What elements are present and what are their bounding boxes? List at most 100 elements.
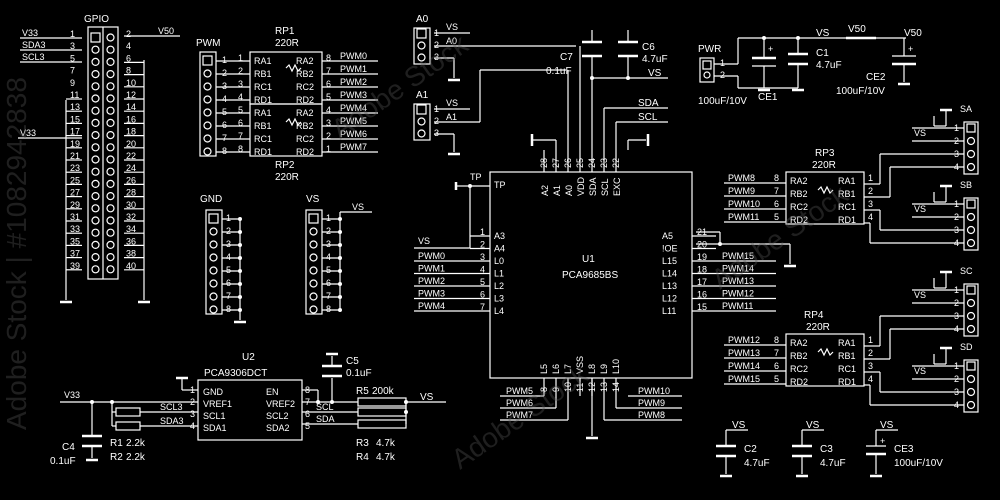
gnd-header-label: GND xyxy=(200,194,222,205)
gpio-pin-35: 35 xyxy=(70,236,80,246)
rp3-text-rb2: RB2 xyxy=(790,189,808,199)
u1-pin-l14: L14 xyxy=(662,269,677,279)
watermark-id: Adobe Stock | #1082942838 xyxy=(1,77,32,430)
u1-net-pwm15: PWM15 xyxy=(722,251,754,261)
rp2-resistor-symbol xyxy=(285,117,302,127)
rp3-text-pin-6: 6 xyxy=(774,199,779,209)
rp4-text-pin-5: 5 xyxy=(774,374,779,384)
gpio-pin-36: 36 xyxy=(126,236,136,246)
c1-label: C1 xyxy=(816,48,829,59)
u1-pin-l6: L6 xyxy=(551,364,561,374)
u1-tp-pin: TP xyxy=(494,180,506,190)
rp3-text-ra1-r: RA1 xyxy=(838,176,856,186)
u2-part: PCA9306DCT xyxy=(204,368,267,379)
rp2-text-pin-6: 6 xyxy=(238,118,243,128)
rp4-text-ra1-r: RA1 xyxy=(838,338,856,348)
gpio-label: GPIO xyxy=(84,14,109,25)
pwm-header-label: PWM xyxy=(196,38,220,49)
r3-value: 4.7k xyxy=(376,438,396,449)
u1-pin-l0: L0 xyxy=(494,256,504,266)
c6-vs-net: VS xyxy=(648,68,662,79)
u1-part: PCA9685BS xyxy=(562,270,618,281)
u1-net-pwm13: PWM13 xyxy=(722,276,754,286)
a0-pins-pin-3: 3 xyxy=(434,52,439,62)
rp1-text-pin-2: 2 xyxy=(238,66,243,76)
u2-pin-vref1: VREF1 xyxy=(203,399,232,409)
gpio-pin-17: 17 xyxy=(70,127,80,137)
rp2-text-ra2-r: RA2 xyxy=(296,108,314,118)
header-pin-5: 5 xyxy=(226,265,231,275)
gpio-pin-31: 31 xyxy=(70,212,80,222)
header-pin-8: 8 xyxy=(222,146,227,156)
gpio-pin-22: 22 xyxy=(126,151,136,161)
pwr-pin-1: 1 xyxy=(720,58,725,68)
u2-pin-sda1: SDA1 xyxy=(203,423,227,433)
u1-left-num-7: 7 xyxy=(480,302,485,312)
c4-label: C4 xyxy=(62,442,75,453)
u1-top-num-26: 26 xyxy=(563,158,573,168)
ce2-value: 100uF/10V xyxy=(836,86,885,97)
u1-pin-l11: L11 xyxy=(662,306,676,316)
u1-pin-not-oe: !OE xyxy=(662,244,678,254)
u1-left-num-2: 2 xyxy=(480,240,485,250)
u1-vs-net: VS xyxy=(418,236,430,246)
u2-scl-net: SCL xyxy=(316,402,334,412)
a0-pins-pin-2: 2 xyxy=(434,40,439,50)
gpio-sda3-net: SDA3 xyxy=(22,40,46,50)
u1-bottom-num-10: 10 xyxy=(563,382,573,392)
gpio-pin-10: 10 xyxy=(126,78,136,88)
gpio-header: GPIO 13579111315171921232527293133353739… xyxy=(18,14,180,304)
rp1-text-rc1: RC1 xyxy=(254,82,272,92)
u1-left-num-3: 3 xyxy=(480,252,485,262)
a1-header: A1 123 VS A1 xyxy=(413,69,566,156)
net-pwm0: PWM0 xyxy=(340,51,367,61)
u2-pin-scl1: SCL1 xyxy=(203,411,226,421)
u1-pin-l5: L5 xyxy=(539,364,549,374)
rp3-text-rb1-r: RB1 xyxy=(838,189,856,199)
u2-pin-en: EN xyxy=(266,387,279,397)
header-pin-1: 1 xyxy=(326,213,331,223)
rp4-text-pin-1: 1 xyxy=(868,335,873,345)
u1-pin-vdd: VDD xyxy=(576,176,586,196)
u2-sda3-net: SDA3 xyxy=(160,416,184,426)
rp3-value: 220R xyxy=(812,160,836,171)
rp4-text-rd2: RD2 xyxy=(790,377,808,387)
vs-header-pads xyxy=(308,213,342,314)
u1-net-pwm4: PWM4 xyxy=(418,301,445,311)
a0-vs-net: VS xyxy=(446,22,458,32)
r5-value: 200k xyxy=(372,386,395,397)
rp2-text-pin-4: 4 xyxy=(326,105,331,115)
u1-pin-l3: L3 xyxy=(494,294,504,304)
header-pin-7: 7 xyxy=(222,133,227,143)
net-pwm2: PWM2 xyxy=(340,77,367,87)
servo-header-sc-label: SC xyxy=(960,266,973,276)
gpio-pin-38: 38 xyxy=(126,249,136,259)
u2-body xyxy=(197,379,303,441)
u2-pin-vref2: VREF2 xyxy=(266,399,295,409)
gpio-pin-6: 6 xyxy=(126,53,131,63)
header-pin-2: 2 xyxy=(222,68,227,78)
rp1-text-pin-1: 1 xyxy=(238,53,243,63)
c1-value: 4.7uF xyxy=(816,60,842,71)
ce3-label: CE3 xyxy=(894,444,914,455)
rp1-text-pin-5: 5 xyxy=(326,92,331,102)
c7-value: 0.1uF xyxy=(546,66,572,77)
rp1-text-pin-6: 6 xyxy=(326,79,331,89)
rp3-text-rc2: RC2 xyxy=(790,202,808,212)
u1-scl-net: SCL xyxy=(638,112,658,123)
c5-value: 0.1uF xyxy=(346,368,372,379)
u1-tp-label: TP xyxy=(470,172,482,182)
u1-pin-l12: L12 xyxy=(662,294,677,304)
